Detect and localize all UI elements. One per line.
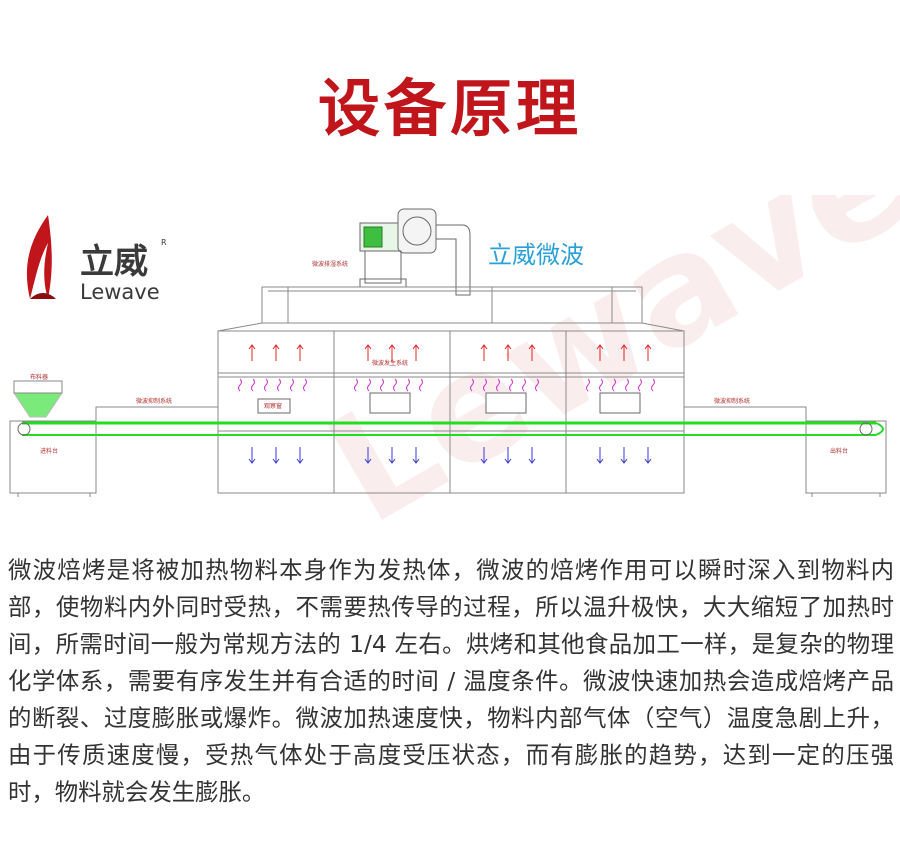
microwave-wave-icon [406, 378, 410, 392]
microwave-wave-icon [238, 378, 242, 392]
airflow-up-arrow-icon [248, 344, 256, 361]
airflow-up-arrow-icon [596, 344, 604, 361]
airflow-up-arrow-icon [620, 344, 628, 361]
microwave-wave-icon [303, 378, 307, 392]
microwave-wave-icon [251, 378, 255, 392]
equipment-diagram: Lewave 立威 Lewave R 立威微波 微波排湿系统 [0, 89, 900, 558]
page-title: 设备原理 [317, 72, 582, 145]
airflow-down-arrow-icon [480, 447, 488, 464]
exhaust-hood [217, 286, 685, 332]
label-discharge-table: 出料台 [830, 447, 848, 455]
logo-registered-mark: R [161, 238, 167, 247]
microwave-wave-icon [483, 378, 487, 392]
microwave-waves [238, 378, 655, 392]
microwave-wave-icon [496, 378, 500, 392]
airflow-down-arrow-icon [388, 447, 396, 464]
logo-cn: 立威 [80, 242, 148, 282]
microwave-wave-icon [625, 378, 629, 392]
airflow-up-arrow-icon [504, 344, 512, 361]
microwave-wave-icon [290, 378, 294, 392]
microwave-wave-icon [277, 378, 281, 392]
observation-windows [257, 392, 641, 414]
microwave-wave-icon [535, 378, 539, 392]
airflow-down-arrow-icon [620, 447, 628, 464]
microwave-wave-icon [522, 378, 526, 392]
airflow-down-arrow-icon [248, 447, 256, 464]
microwave-wave-icon [380, 378, 384, 392]
principle-paragraph: 微波焙烤是将被加热物料本身作为发热体，微波的焙烤作用可以瞬时深入到物料内部，使物… [8, 556, 894, 806]
exhaust-fan [359, 208, 471, 296]
airflow-down-arrow-icon [272, 447, 280, 464]
microwave-wave-icon [509, 378, 513, 392]
microwave-wave-icon [419, 378, 423, 392]
airflow-up-arrow-icon [388, 344, 396, 361]
label-suppress-left: 微波抑制系统 [136, 397, 172, 405]
airflow-up-arrow-icon [272, 344, 280, 361]
conveyor-belt [17, 421, 884, 436]
label-hopper: 布料器 [30, 373, 48, 381]
microwave-wave-icon [586, 378, 590, 392]
airflow-down-arrow-icon [296, 447, 304, 464]
microwave-wave-icon [264, 378, 268, 392]
microwave-wave-icon [354, 378, 358, 392]
lewave-logo: 立威 Lewave R [26, 215, 167, 304]
airflow-down-arrow-icon [412, 447, 420, 464]
label-observation-window: 观察窗 [264, 402, 282, 410]
microwave-wave-icon [470, 378, 474, 392]
microwave-wave-icon [638, 378, 642, 392]
airflow-up-arrow-icon [364, 344, 372, 361]
label-exhaust-system: 微波排湿系统 [312, 260, 348, 268]
label-feed-table: 进料台 [40, 447, 58, 455]
microwave-wave-icon [393, 378, 397, 392]
airflow-down-arrow-icon [596, 447, 604, 464]
airflow-down-arrow-icon [528, 447, 536, 464]
microwave-wave-icon [599, 378, 603, 392]
airflow-up-arrow-icon [528, 344, 536, 361]
airflow-down-arrow-icon [504, 447, 512, 464]
airflow-up-arrow-icon [296, 344, 304, 361]
airflow-down-arrow-icon [364, 447, 372, 464]
hopper [13, 380, 63, 418]
microwave-wave-icon [651, 378, 655, 392]
oven-body [217, 330, 685, 494]
label-microwave-generator: 微波发生系统 [372, 359, 408, 367]
equipment-diagram-svg: Lewave 立威 Lewave R 立威微波 微波排湿系统 [9, 89, 900, 558]
microwave-wave-icon [367, 378, 371, 392]
airflow-up-arrow-icon [644, 344, 652, 361]
label-suppress-right: 微波抑制系统 [714, 397, 750, 405]
flame-icon [26, 215, 52, 299]
logo-en: Lewave [80, 280, 160, 304]
airflow-arrows [248, 344, 652, 464]
brand-text: 立威微波 [488, 241, 584, 269]
airflow-up-arrow-icon [480, 344, 488, 361]
airflow-up-arrow-icon [412, 344, 420, 361]
microwave-wave-icon [612, 378, 616, 392]
airflow-down-arrow-icon [644, 447, 652, 464]
